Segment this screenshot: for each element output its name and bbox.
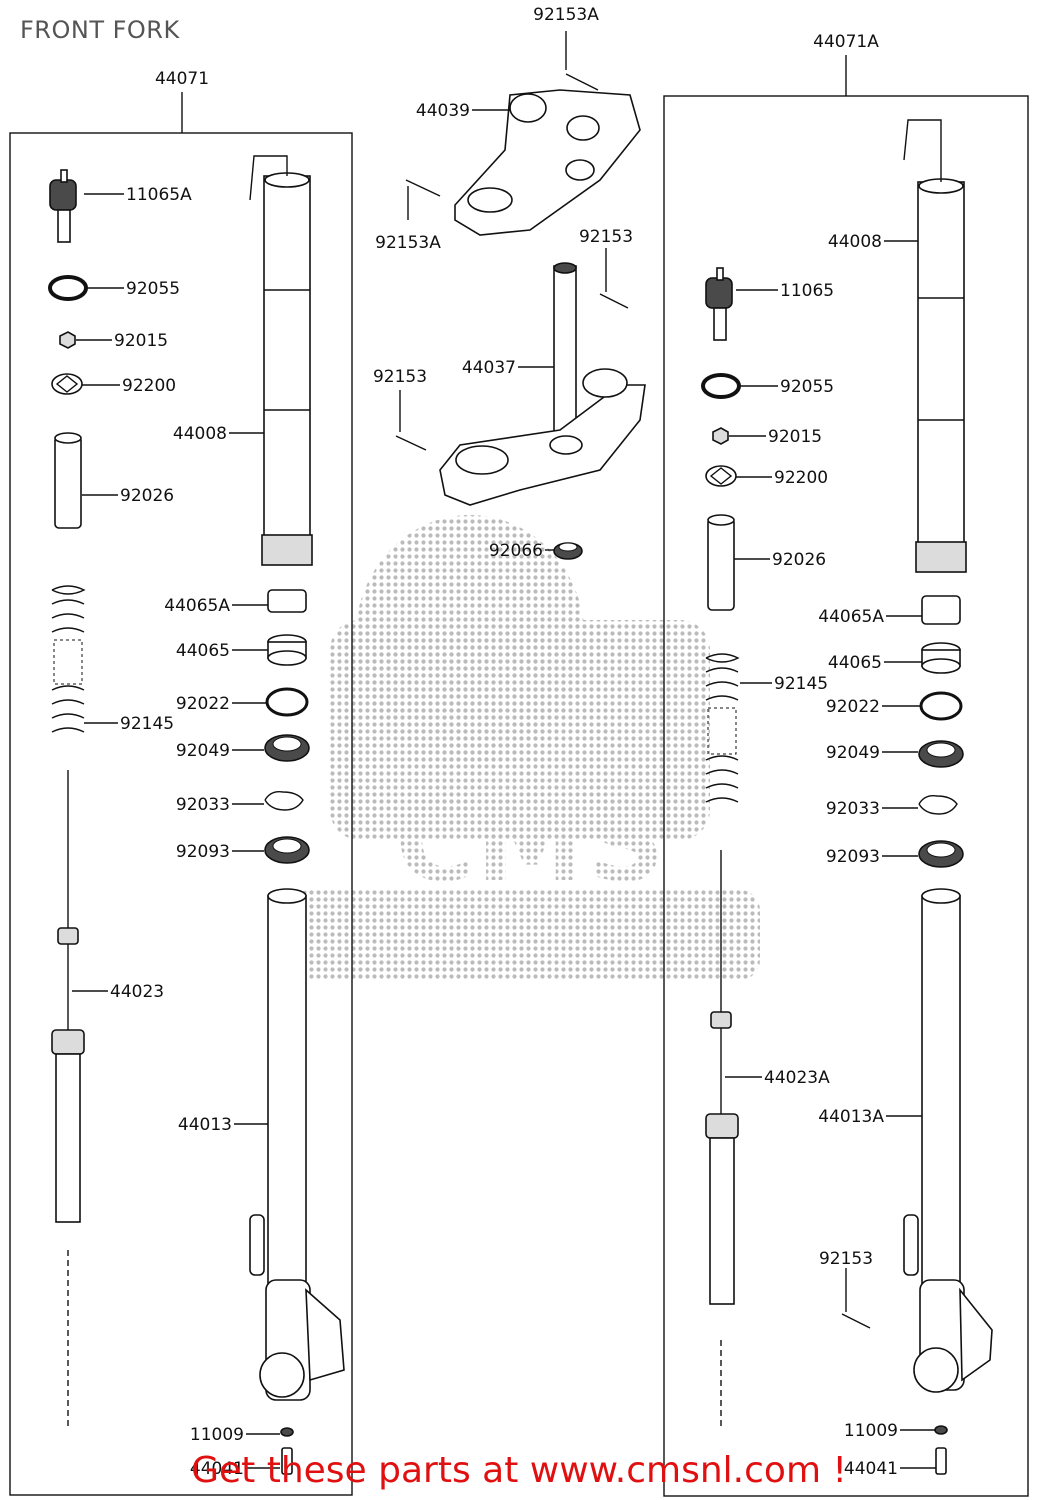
part-labels: 11065A 92055 92015 92200 92026 92145 440… [110,5,898,1479]
part-92049-right[interactable] [918,740,964,768]
part-92033-left[interactable] [264,790,304,811]
label-92093-left: 92093 [176,842,230,862]
right-assembly-box: 44071A [663,32,1029,1497]
label-92055-left: 92055 [126,279,180,299]
label-44008-right: 44008 [828,232,882,252]
part-44039-top-bridge[interactable] [454,89,641,236]
part-44023A-right[interactable] [705,850,739,1430]
label-92022-left: 92022 [176,694,230,714]
label-92066: 92066 [489,541,543,561]
part-44013A-right[interactable] [903,888,993,1393]
label-92026-right: 92026 [772,550,826,570]
label-44013A: 44013A [818,1107,884,1127]
part-44023-left[interactable] [51,770,85,1430]
label-44039: 44039 [416,101,470,121]
label-92015-right: 92015 [768,427,822,447]
label-92022-right: 92022 [826,697,880,717]
part-44037-stem[interactable] [439,262,646,506]
label-92153-upper: 92153 [579,227,633,247]
label-92033-right: 92033 [826,799,880,819]
part-92055-right[interactable] [701,373,741,399]
part-92200-left[interactable] [51,373,83,395]
label-44041-left: 44041 [190,1459,244,1479]
part-92049-left[interactable] [264,734,310,762]
part-92093-left[interactable] [264,836,310,864]
label-11009-right: 11009 [844,1421,898,1441]
watermark-text: CMS [395,778,664,906]
label-92200-left: 92200 [122,376,176,396]
label-44041-right: 44041 [844,1459,898,1479]
label-92145-right: 92145 [774,674,828,694]
part-11065-right[interactable] [705,267,733,341]
part-92033-right[interactable] [918,794,958,815]
part-44008-right[interactable] [903,119,967,573]
label-92033-left: 92033 [176,795,230,815]
left-assembly-box: 44071 [9,69,353,1496]
part-11065A[interactable] [49,169,77,243]
part-44065-left[interactable] [267,634,307,666]
part-92026-left[interactable] [54,432,82,529]
part-44065-right[interactable] [921,642,961,674]
label-92153-right: 92153 [819,1249,873,1269]
part-92066[interactable] [553,542,583,560]
label-44065-right: 44065 [828,653,882,673]
part-92022-right[interactable] [919,691,963,721]
assembly-label-left: 44071 [155,69,209,89]
label-92049-right: 92049 [826,743,880,763]
label-92093-right: 92093 [826,847,880,867]
label-92026-left: 92026 [120,486,174,506]
label-44037: 44037 [462,358,516,378]
label-44023: 44023 [110,982,164,1002]
part-44065A-left[interactable] [267,589,307,613]
part-92200-right[interactable] [705,465,737,487]
label-92055-right: 92055 [780,377,834,397]
label-92200-right: 92200 [774,468,828,488]
part-92145-left[interactable] [51,585,86,733]
label-92153-lower: 92153 [373,367,427,387]
part-92015-right[interactable] [712,427,729,445]
label-44065A-left: 44065A [164,596,230,616]
part-92153-right[interactable] [841,1313,871,1329]
label-92015-left: 92015 [114,331,168,351]
page-title: FRONT FORK [20,16,180,44]
label-44065A-right: 44065A [818,607,884,627]
label-44013: 44013 [178,1115,232,1135]
part-44013-left[interactable] [249,888,345,1401]
part-92153-lower[interactable] [395,435,427,451]
label-11009-left: 11009 [190,1425,244,1445]
part-92015-left[interactable] [59,331,76,349]
label-92145-left: 92145 [120,714,174,734]
part-44041-left[interactable] [281,1447,293,1475]
watermark-logo: CMS [290,515,760,980]
part-11009-right[interactable] [934,1425,948,1435]
label-92153A-top: 92153A [533,5,599,25]
label-11065-right: 11065 [780,281,834,301]
part-92145-right[interactable] [705,653,740,803]
part-92093-right[interactable] [918,840,964,868]
assembly-label-right: 44071A [813,32,879,52]
label-44065-left: 44065 [176,641,230,661]
part-92153-upper[interactable] [599,293,629,309]
part-92153A-top[interactable] [565,31,599,91]
part-44065A-right[interactable] [921,595,961,625]
part-44008-left[interactable] [249,155,313,566]
leader-lines [72,109,936,1469]
label-44023A: 44023A [764,1068,830,1088]
label-92153A-mid: 92153A [375,233,441,253]
part-92026-right[interactable] [707,514,735,611]
part-11009-left[interactable] [280,1427,294,1437]
part-92022-left[interactable] [265,687,309,717]
part-92153A-mid[interactable] [405,179,441,197]
label-11065A: 11065A [126,185,192,205]
part-92055-left[interactable] [48,275,88,301]
label-92049-left: 92049 [176,741,230,761]
part-44041-right[interactable] [935,1447,947,1475]
promo-banner: Get these parts at www.cmsnl.com ! [191,1450,847,1491]
label-44008-left: 44008 [173,424,227,444]
